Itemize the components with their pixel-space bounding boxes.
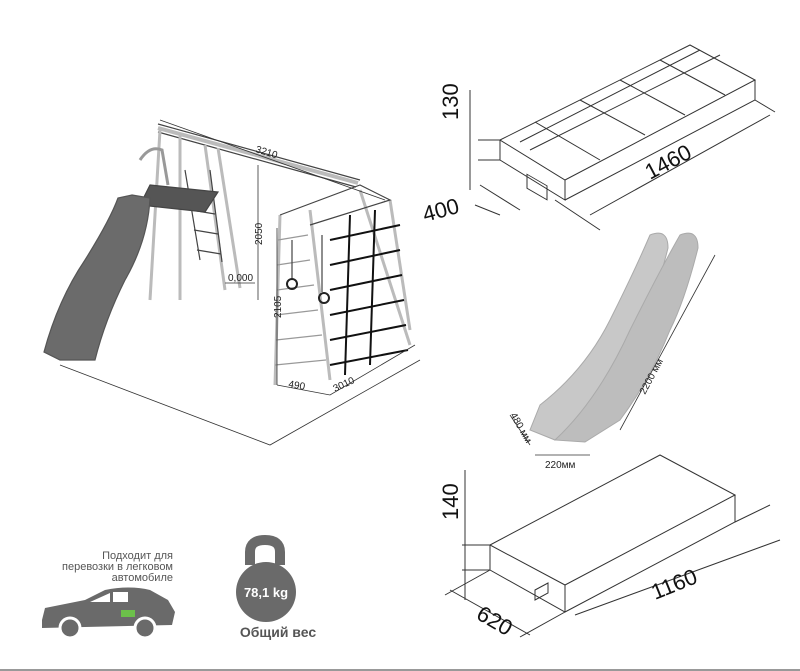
weight-value: 78,1 kg [244,585,288,600]
dim-zero: 0,000 [228,273,253,284]
kettlebell-icon [236,534,296,622]
slide-width: 220мм [545,460,576,471]
dim-2105: 2105 [273,295,284,318]
flat-box-drawing [444,454,781,638]
car-caption: Подходит для перевозки в легковом автомо… [62,550,173,584]
slide-part-drawing [509,232,716,456]
playset-drawing [43,119,421,446]
slide-shape [43,194,151,361]
bottom-divider [0,669,800,671]
box-flat-height: 140 [438,483,463,520]
box-long-height: 130 [438,83,463,120]
dim-3010: 3010 [332,375,357,395]
cargo-icon [121,610,135,617]
car-icon [42,587,175,640]
slide-end-width: 480 мм [507,411,533,445]
box-long-width: 400 [420,193,462,227]
long-box-drawing [469,44,776,231]
weight-label: Общий вес [239,624,317,640]
dim-490: 490 [287,379,306,393]
box-flat-length: 1160 [648,564,701,605]
dim-2050: 2050 [254,222,265,245]
